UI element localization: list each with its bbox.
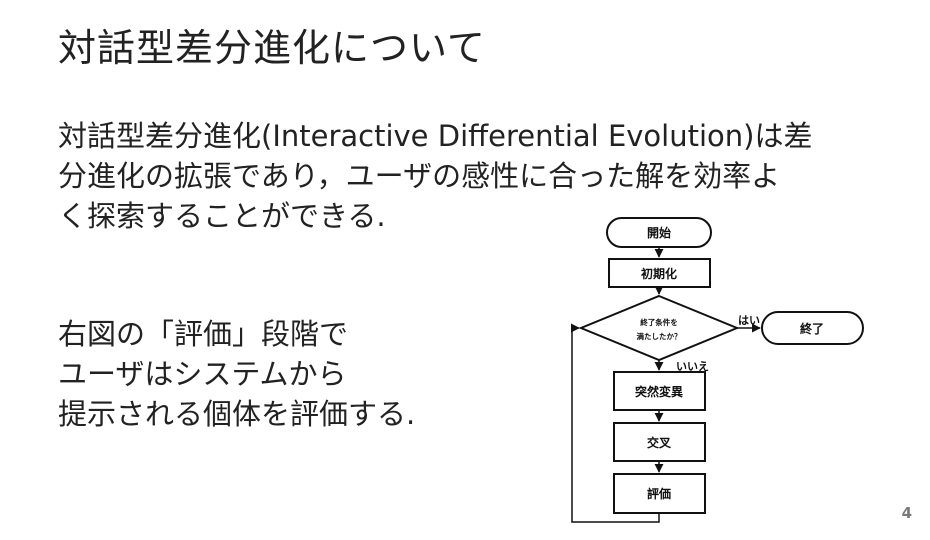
evaluation-node [613, 473, 706, 514]
start-label: 開始 [647, 225, 671, 240]
mutation-label: 突然変異 [635, 384, 683, 399]
crossover-label: 交叉 [647, 435, 672, 450]
decision-node [578, 294, 740, 362]
intro-line: 対話型差分進化(Interactive Differential Evoluti… [58, 119, 813, 153]
evaluation-line: 提示される個体を評価する. [58, 397, 416, 431]
end-node [761, 311, 864, 345]
init-node [608, 258, 711, 288]
evaluation-label: 評価 [647, 486, 671, 501]
intro-line: 分進化の拡張であり，ユーザの感性に合った解を効率よ [58, 159, 781, 193]
intro-line: く探索することができる. [58, 199, 386, 233]
page-number: 4 [901, 504, 912, 522]
evaluation-paragraph: 右図の「評価」段階で ユーザはシステムから 提示される個体を評価する. [58, 314, 415, 434]
decision-label-line2: 満たしたか？ [637, 331, 682, 341]
decision-label-line1: 終了条件を [640, 317, 678, 327]
edge-loop-back [570, 323, 660, 523]
yes-label: はい [738, 314, 760, 327]
mutation-node [613, 371, 706, 411]
evaluation-line: 右図の「評価」段階で [58, 317, 349, 351]
no-label: いいえ [676, 360, 709, 373]
slide-title: 対話型差分進化について [58, 26, 486, 70]
end-label: 終了 [800, 321, 824, 336]
evaluation-line: ユーザはシステムから [58, 357, 347, 391]
init-label: 初期化 [641, 266, 677, 281]
intro-paragraph: 対話型差分進化(Interactive Differential Evoluti… [58, 116, 812, 236]
